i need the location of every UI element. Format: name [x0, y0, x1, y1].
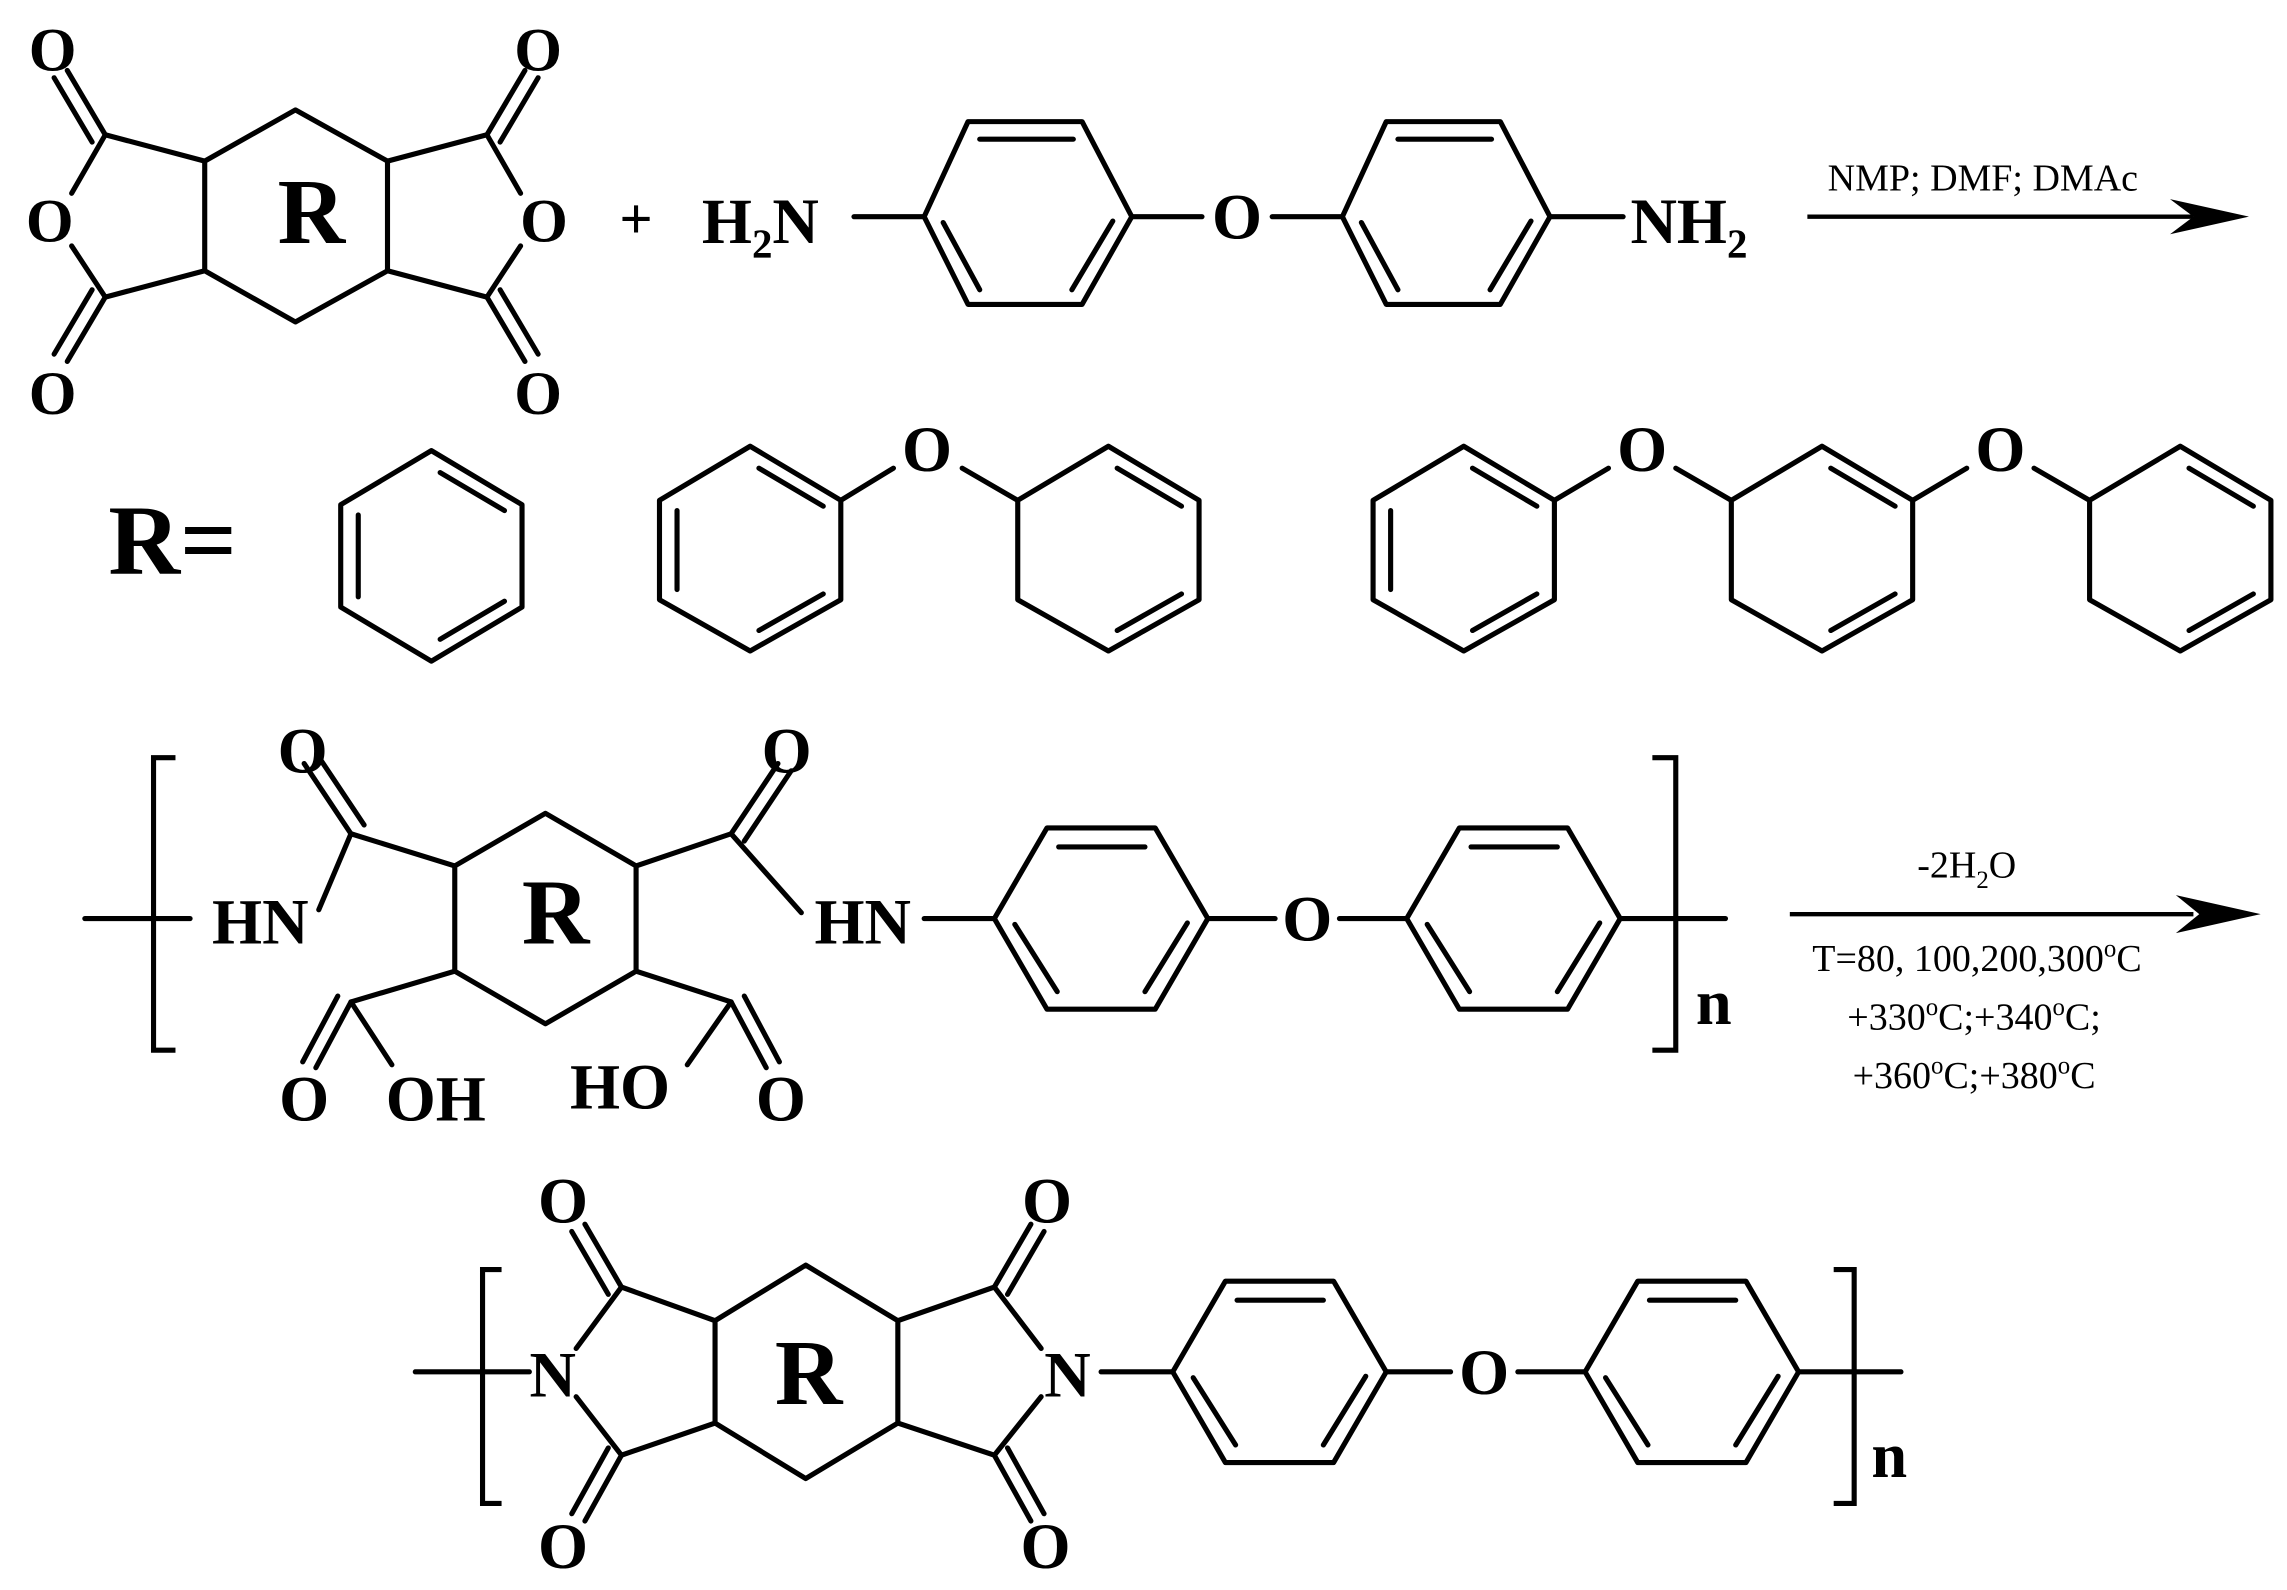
benzene-ring [1404, 825, 1623, 1012]
r-definition-label: R= [108, 484, 236, 595]
benzene-ring [921, 119, 1135, 307]
ether-oxygen: O [1459, 1337, 1509, 1408]
benzene-ring [991, 825, 1211, 1012]
ether-oxygen: O [1975, 414, 2025, 485]
ether-oxygen: O [1282, 883, 1332, 954]
amine-group-right: NH2 [1630, 186, 1747, 267]
r-option-benzene [338, 448, 525, 664]
reaction-arrow-1: NMP; DMF; DMAc [1807, 157, 2249, 235]
poly-amic-acid-structure: HN O R O OH O HN HO O O [82, 715, 1732, 1134]
imide-nitrogen: N [530, 1340, 576, 1411]
diamine-structure: H2N O NH2 [702, 119, 1747, 307]
oxygen-atom: O [29, 16, 77, 84]
oxygen-atom: O [514, 16, 562, 84]
carbonyl-oxygen: O [1021, 1511, 1071, 1582]
dianhydride-structure: R O O O O O O [26, 16, 568, 428]
carboxyl-ho: HO [570, 1052, 670, 1123]
carbonyl-oxygen: O [538, 1166, 588, 1237]
benzene-ring [1339, 119, 1553, 307]
solvent-conditions: NMP; DMF; DMAc [1828, 157, 2138, 199]
amide-nh-left: HN [212, 886, 309, 957]
water-loss-label: -2H2O [1917, 845, 2016, 894]
amide-nh-right: HN [814, 886, 911, 957]
amic-r-label: R [522, 861, 591, 964]
benzene-ring [1582, 1278, 1802, 1466]
carbonyl-oxygen: O [762, 715, 812, 786]
reaction-arrow-2: -2H2O T=80, 100,200,300oC +330oC;+340oC;… [1789, 845, 2261, 1098]
dianhydride-r-label: R [278, 161, 347, 264]
carbonyl-oxygen: O [538, 1511, 588, 1582]
r-option-diphenyl-ether: O [656, 414, 1202, 654]
ether-oxygen: O [1212, 182, 1262, 253]
ether-oxygen: O [1617, 414, 1667, 485]
oxygen-atom: O [26, 188, 74, 256]
plus-sign: + [619, 187, 652, 252]
temperature-condition-line2: +330oC;+340oC; [1847, 994, 2101, 1039]
carbonyl-oxygen: O [278, 715, 328, 786]
imide-r-label: R [775, 1322, 844, 1425]
oxygen-atom: O [514, 360, 562, 428]
polyimide-structure: N R O O O O N O n [412, 1166, 1907, 1582]
oxygen-atom: O [520, 188, 568, 256]
temperature-condition-line3: +360oC;+380oC [1853, 1053, 2096, 1098]
r-option-bis-phenoxy: O O [1370, 414, 2274, 654]
oxygen-atom: O [29, 360, 77, 428]
ether-oxygen: O [902, 414, 952, 485]
benzene-ring [1170, 1278, 1389, 1466]
temperature-condition-line1: T=80, 100,200,300oC [1812, 936, 2141, 981]
carbonyl-oxygen: O [279, 1063, 329, 1134]
carbonyl-oxygen: O [756, 1063, 806, 1134]
repeat-subscript-n: n [1696, 967, 1732, 1038]
carbonyl-oxygen: O [1022, 1166, 1072, 1237]
repeat-subscript-n: n [1871, 1420, 1907, 1491]
imide-nitrogen: N [1044, 1340, 1090, 1411]
carboxyl-oh: OH [386, 1063, 486, 1134]
amine-group-left: H2N [702, 186, 819, 267]
